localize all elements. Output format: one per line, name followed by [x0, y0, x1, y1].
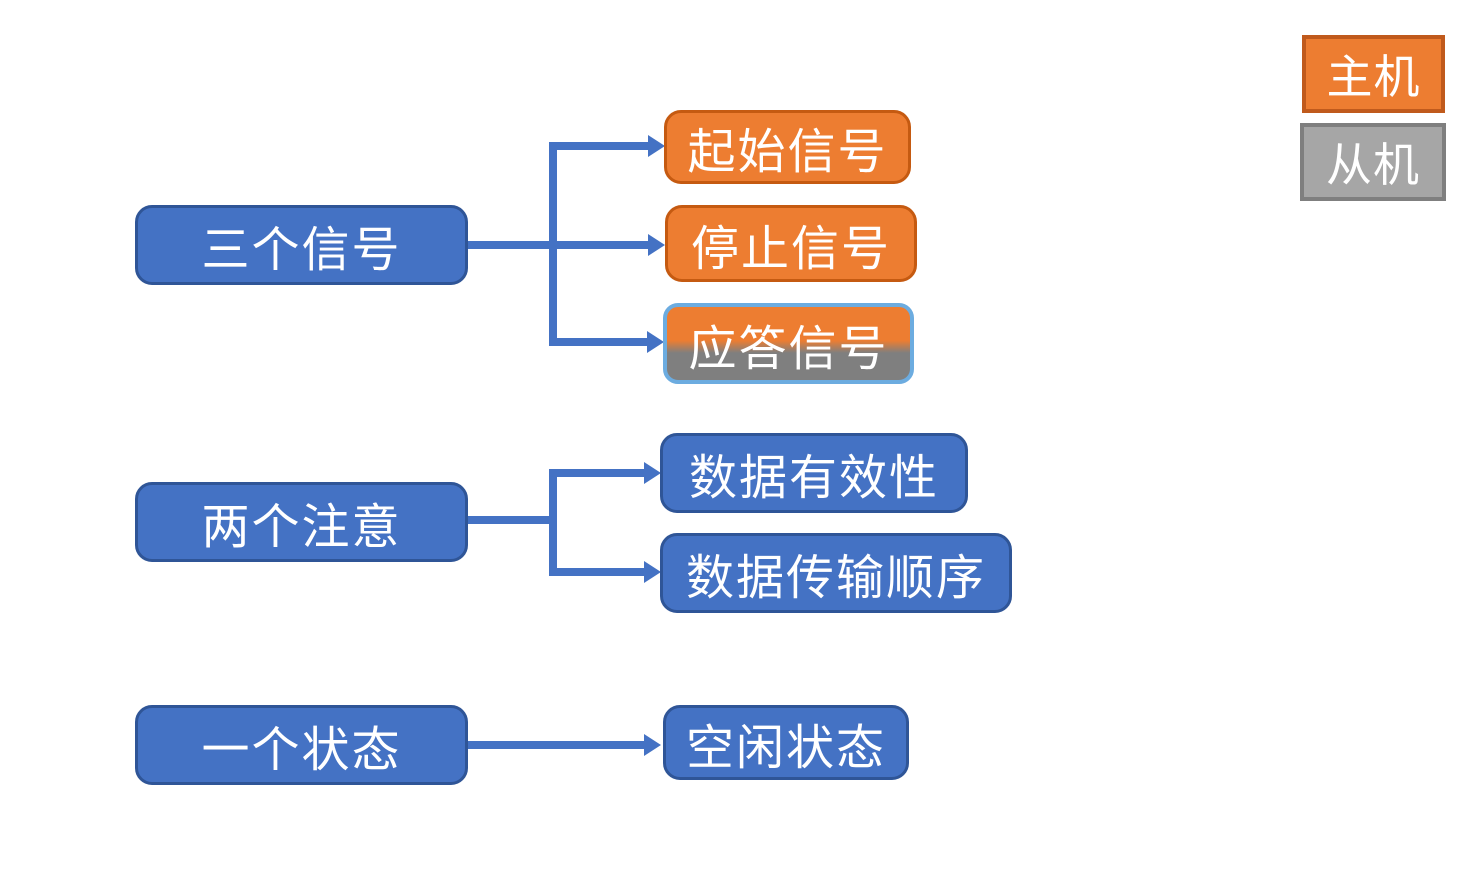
arrowhead-data-order-icon: [644, 561, 661, 583]
arrowhead-stop-signal-icon: [648, 234, 665, 256]
node-three-signals: 三个信号: [135, 205, 468, 285]
arrowhead-ack-signal-icon: [647, 331, 664, 353]
node-one-state: 一个状态: [135, 705, 468, 785]
connector-three-signals-elbow: [549, 142, 650, 346]
connector-two-notes-elbow: [549, 469, 646, 576]
node-ack-signal: 应答信号: [663, 303, 914, 384]
legend-master: 主机: [1302, 35, 1445, 113]
node-two-notes: 两个注意: [135, 482, 468, 562]
arrowhead-data-validity-icon: [644, 462, 661, 484]
node-idle-state: 空闲状态: [663, 705, 909, 780]
arrowhead-start-signal-icon: [648, 135, 665, 157]
arrowhead-idle-state-icon: [644, 734, 661, 756]
legend-slave: 从机: [1300, 123, 1446, 201]
node-data-order: 数据传输顺序: [660, 533, 1012, 613]
node-start-signal: 起始信号: [664, 110, 911, 184]
node-data-validity: 数据有效性: [660, 433, 968, 513]
node-stop-signal: 停止信号: [665, 205, 917, 282]
